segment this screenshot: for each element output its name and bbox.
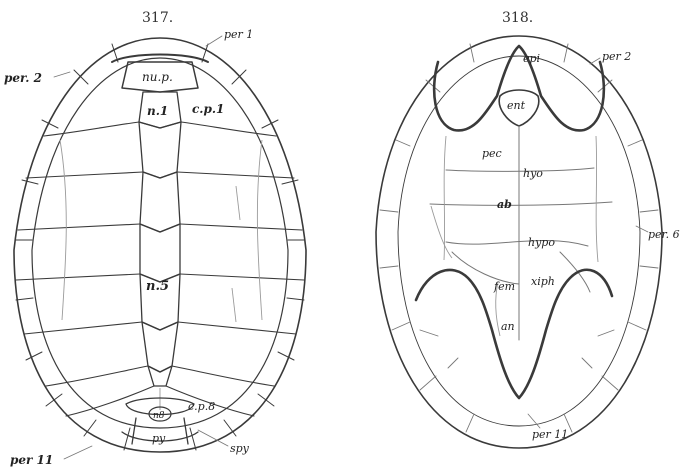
label-py: py [152, 432, 166, 445]
label-ab: ab [497, 198, 512, 211]
carapace-figure: 317. [4, 10, 306, 467]
plastron-sutures [430, 126, 612, 340]
figure-number-318: 318. [502, 10, 533, 26]
label-fem: fem [493, 280, 515, 293]
label-cp8: c.p.8 [188, 400, 215, 413]
figure-number-317: 317. [142, 10, 173, 26]
plastron-sulci [431, 136, 598, 336]
label-per2: per. 2 [4, 71, 42, 85]
label-n8: n8 [153, 411, 165, 421]
neural-column [139, 92, 181, 386]
label-hyo: hyo [523, 167, 543, 180]
label-per11-318: per 11 [532, 428, 568, 441]
leader-lines [54, 36, 228, 459]
plastron-figure: 318. [376, 10, 680, 448]
epiplastron-boundary [434, 46, 604, 130]
label-xiph: xiph [531, 275, 555, 288]
label-pec: pec [482, 147, 502, 160]
scute-sulci [60, 140, 262, 410]
label-per2-318: per 2 [602, 50, 631, 63]
rear-marginals [420, 330, 614, 368]
label-per6: per. 6 [648, 228, 680, 241]
label-cp1: c.p.1 [192, 102, 224, 116]
label-ent: ent [507, 99, 526, 112]
label-nup: nu.p. [142, 70, 173, 84]
label-an: an [501, 320, 515, 333]
label-n1: n.1 [147, 104, 168, 118]
label-n5: n.5 [146, 279, 169, 294]
label-per1: per 1 [224, 28, 253, 41]
label-per11: per 11 [10, 453, 53, 467]
label-hypo: hypo [528, 236, 555, 249]
label-epi: epi [523, 52, 540, 65]
label-spy: spy [230, 442, 250, 455]
